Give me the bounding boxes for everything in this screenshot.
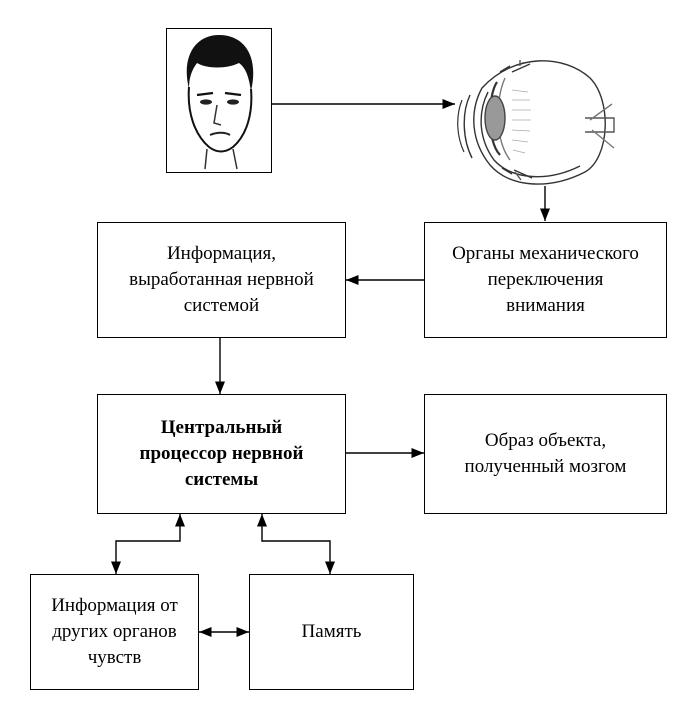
eye-anatomy-icon (457, 60, 615, 185)
arrow-processor-other-senses (110, 514, 186, 574)
box-object-image-text: Образ объекта, полученный мозгом (464, 430, 627, 477)
box-other-senses: Информация от других органов чувств (30, 574, 199, 690)
box-object-image: Образ объекта, полученный мозгом (424, 394, 667, 514)
box-memory-text: Память (301, 621, 362, 642)
box-organs-switching: Органы механического переключения вниман… (424, 222, 667, 338)
box-organs-switching-text: Органы механического переключения вниман… (452, 243, 639, 316)
box-other-senses-text: Информация от других органов чувств (51, 595, 178, 668)
box-info-nervous-system-text: Информация, выработанная нервной системо… (129, 243, 314, 316)
box-info-nervous-system: Информация, выработанная нервной системо… (97, 222, 346, 338)
box-central-processor-text: Центральный процессор нервной системы (139, 417, 304, 490)
box-central-processor: Центральный процессор нервной системы (97, 394, 346, 514)
face-portrait-frame (166, 28, 272, 173)
arrow-processor-memory (256, 514, 336, 574)
face-portrait-icon (186, 35, 254, 170)
box-memory: Память (249, 574, 414, 690)
